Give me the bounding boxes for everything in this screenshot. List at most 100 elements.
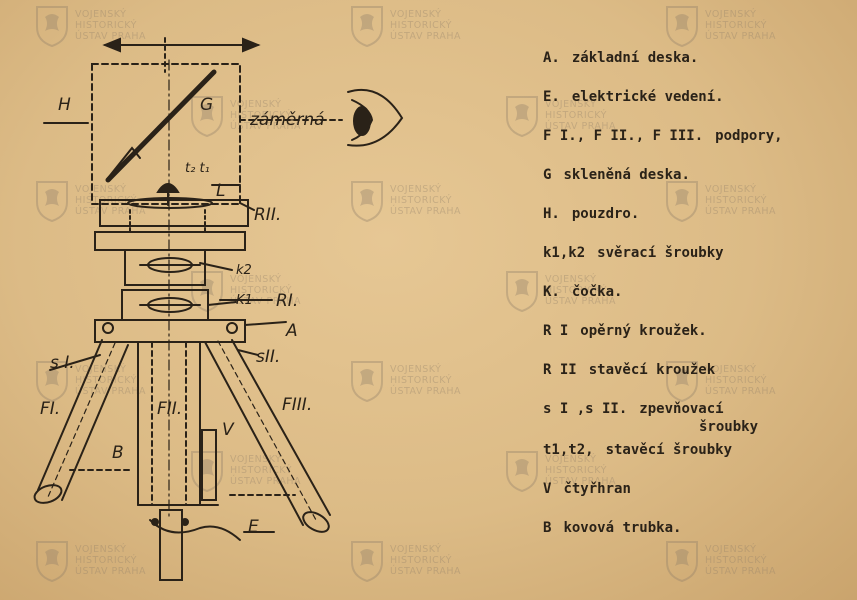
- legend-text: základní deska.: [571, 50, 699, 66]
- watermark-text: HISTORICKÝ: [75, 555, 137, 566]
- watermark-text: HISTORICKÝ: [75, 20, 137, 31]
- watermark-text: VOJENSKÝ: [705, 184, 757, 195]
- legend-text-continued: šroubky: [699, 419, 759, 435]
- legend-text: čočka.: [571, 284, 623, 300]
- watermark-text: ÚSTAV PRAHA: [75, 566, 147, 577]
- watermark-text: HISTORICKÝ: [230, 110, 292, 121]
- watermark-text: HISTORICKÝ: [390, 555, 452, 566]
- crest-icon: [506, 96, 538, 137]
- label-f3: FIII.: [282, 395, 312, 415]
- label-g: G: [200, 95, 213, 115]
- legend-row: H.pouzdro.: [543, 206, 639, 222]
- legend-row: s I ,s II.zpevňovací: [543, 401, 724, 417]
- crest-icon: [506, 271, 538, 312]
- watermark-text: VOJENSKÝ: [545, 99, 597, 110]
- legend-row: A. základní deska.: [543, 50, 698, 66]
- base-bolt-right: [226, 322, 238, 334]
- crest-icon: [191, 96, 223, 137]
- legend-text: čtyřhran: [563, 481, 631, 497]
- watermark-text: ÚSTAV PRAHA: [705, 386, 777, 397]
- watermark-text: HISTORICKÝ: [230, 465, 292, 476]
- watermark-text: ÚSTAV PRAHA: [390, 566, 462, 577]
- label-zamerna: záměrná: [249, 110, 325, 130]
- watermark-text: HISTORICKÝ: [705, 20, 767, 31]
- top-arrow-right: [242, 37, 261, 53]
- legend-key: G: [543, 167, 552, 183]
- watermark-text: HISTORICKÝ: [705, 195, 767, 206]
- watermark-text: ÚSTAV PRAHA: [390, 386, 462, 397]
- legend-text: svěrací šroubky: [597, 245, 724, 261]
- legend-key: K.: [543, 284, 560, 300]
- legend-row: k1,k2 svěrací šroubky: [543, 245, 724, 261]
- legend-key: k1,k2: [543, 245, 586, 261]
- legend-key: R II: [543, 362, 577, 378]
- eye-pupil: [353, 106, 371, 136]
- crest-icon: [36, 541, 68, 582]
- legend-text: elektrické vedení.: [571, 89, 724, 105]
- watermark-text: VOJENSKÝ: [705, 544, 757, 555]
- watermark-text: ÚSTAV PRAHA: [545, 476, 617, 487]
- watermark-text: VOJENSKÝ: [705, 364, 757, 375]
- watermark-text: HISTORICKÝ: [390, 20, 452, 31]
- legend-row: t1,t2,stavěcí šroubky: [543, 442, 732, 458]
- watermark-text: VOJENSKÝ: [75, 9, 127, 20]
- label-t2t1: t₂ t₁: [185, 161, 210, 176]
- watermark-text: ÚSTAV PRAHA: [545, 121, 617, 132]
- legend-text: podpory,: [715, 128, 783, 144]
- legend-row: E.elektrické vedení.: [543, 89, 724, 105]
- watermark-text: VOJENSKÝ: [390, 184, 442, 195]
- label-k1: K1: [236, 293, 253, 308]
- watermark-text: ÚSTAV PRAHA: [705, 31, 777, 42]
- legend-key: s I ,s II.: [543, 401, 628, 417]
- legend-key: A.: [543, 50, 560, 66]
- ring-r2: [99, 199, 249, 227]
- legend-text: pouzdro.: [571, 206, 640, 222]
- watermark-text: HISTORICKÝ: [705, 375, 767, 386]
- watermark-text: VOJENSKÝ: [75, 364, 127, 375]
- leg-f3-foot: [302, 511, 330, 533]
- legend-row: F I., F II., F III.podpory,: [543, 128, 783, 144]
- label-r2: RII.: [254, 205, 281, 225]
- legend-text: opěrný kroužek.: [580, 323, 707, 339]
- screw-head-t: [156, 183, 180, 193]
- watermark-text: VOJENSKÝ: [705, 9, 757, 20]
- ring-r2-base: [94, 231, 246, 251]
- watermark-text: ÚSTAV PRAHA: [390, 31, 462, 42]
- legend-key: B: [543, 520, 552, 536]
- crest-icon: [351, 361, 383, 402]
- crest-icon: [351, 6, 383, 47]
- base-plate: [94, 319, 246, 343]
- legend-text: kovová trubka.: [563, 520, 682, 536]
- leg-f1-outer: [37, 339, 103, 491]
- base-bolt-left: [102, 322, 114, 334]
- watermark-text: ÚSTAV PRAHA: [705, 566, 777, 577]
- watermark-text: ÚSTAV PRAHA: [230, 476, 302, 487]
- leader-s1: [49, 354, 101, 371]
- label-a: A: [285, 321, 298, 341]
- watermark-text: ÚSTAV PRAHA: [75, 206, 147, 217]
- wire-e: [149, 519, 241, 541]
- leader-r2: [239, 202, 255, 211]
- label-h: H: [58, 95, 71, 115]
- leg-f3-outer: [204, 341, 304, 526]
- watermark-text: VOJENSKÝ: [230, 99, 282, 110]
- leader-s2: [237, 349, 259, 356]
- legend-key: V: [543, 481, 552, 497]
- watermark-text: HISTORICKÝ: [545, 110, 607, 121]
- watermark-text: ÚSTAV PRAHA: [230, 296, 302, 307]
- watermark-text: VOJENSKÝ: [390, 9, 442, 20]
- leg-f1-inner: [61, 344, 129, 501]
- label-b: B: [112, 443, 124, 463]
